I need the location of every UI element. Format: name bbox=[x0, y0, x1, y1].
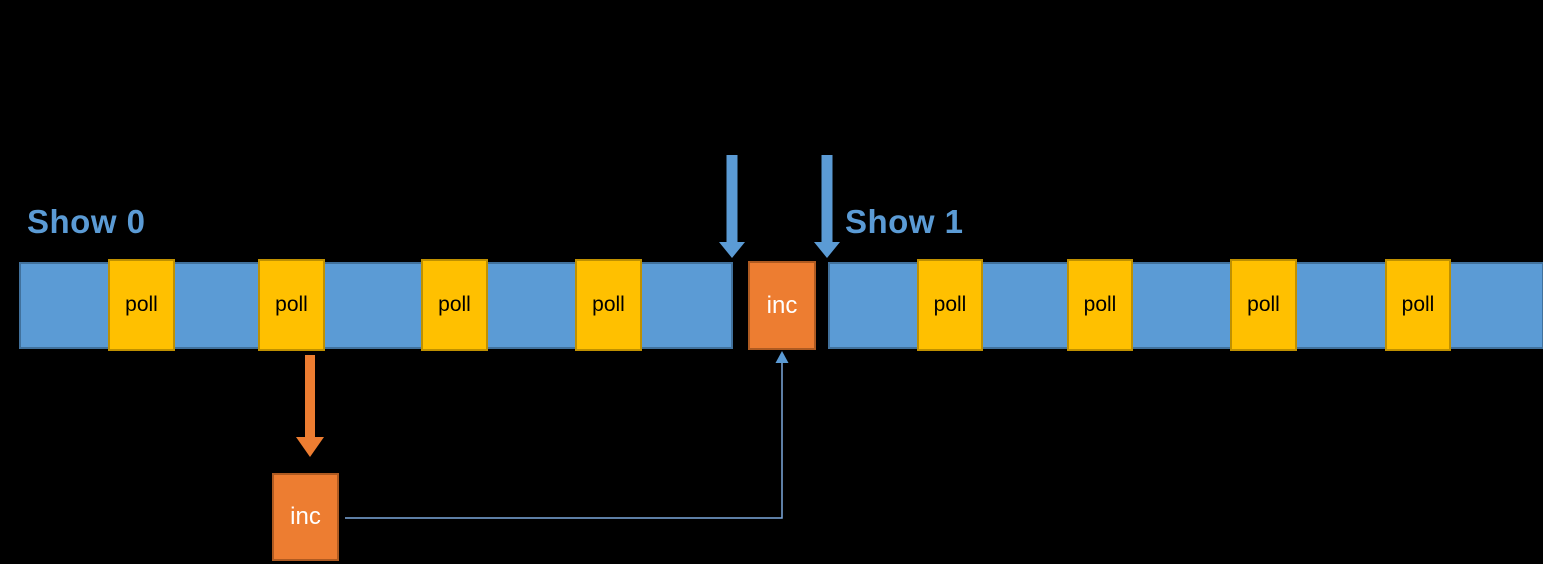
show1-start-arrow-icon bbox=[814, 155, 840, 258]
poll-block: poll bbox=[1385, 259, 1451, 351]
poll-to-inc-arrow-icon bbox=[296, 355, 324, 457]
show-1-label: Show 1 bbox=[845, 203, 964, 240]
poll-block: poll bbox=[421, 259, 488, 351]
poll-block: poll bbox=[575, 259, 642, 351]
show0-end-arrow-icon bbox=[719, 155, 745, 258]
inc-block-deferred: inc bbox=[272, 473, 339, 561]
poll-block: poll bbox=[108, 259, 175, 351]
poll-block: poll bbox=[917, 259, 983, 351]
poll-block: poll bbox=[1067, 259, 1133, 351]
poll-block: poll bbox=[1230, 259, 1297, 351]
inc-block-timeline: inc bbox=[748, 261, 816, 350]
poll-block: poll bbox=[258, 259, 325, 351]
inc-connector-arrow-icon bbox=[345, 351, 789, 519]
show-0-label: Show 0 bbox=[27, 203, 146, 240]
